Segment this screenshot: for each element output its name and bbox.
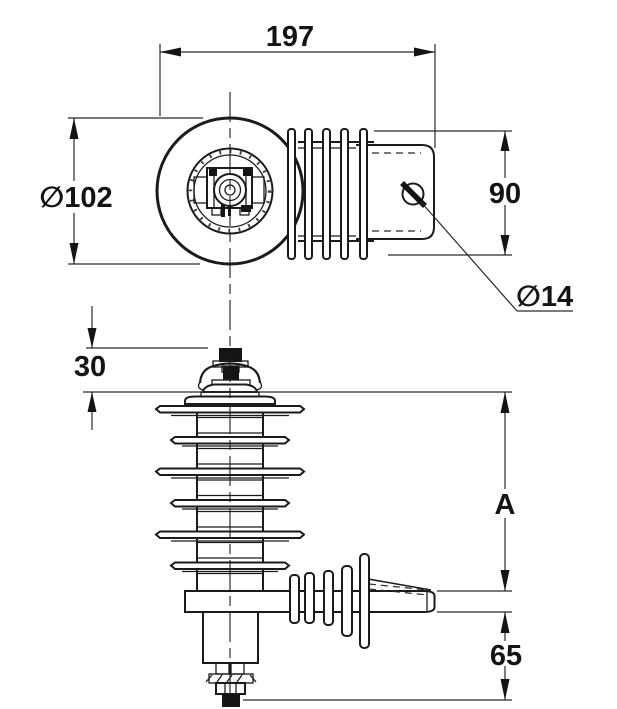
dimension-65: 65: [243, 611, 522, 701]
side-view-fins: [289, 553, 370, 649]
dim-14-label: ∅14: [516, 281, 573, 313]
dim-102-label: ∅102: [39, 182, 112, 214]
shed-small: [169, 499, 291, 508]
dim-65-label: 65: [490, 640, 522, 672]
bottom-stud: [222, 694, 240, 707]
arm-gusset-hidden2: [368, 588, 429, 596]
dimension-diameter-102: ∅102: [39, 117, 203, 265]
side-view: [154, 348, 436, 707]
top-flange: [184, 395, 276, 405]
label-diameter-14: ∅14: [420, 201, 573, 313]
weather-sheds: [154, 405, 306, 573]
dimension-30: 30: [74, 306, 512, 430]
dim-90-label: 90: [489, 178, 521, 210]
dim-197-label: 197: [266, 21, 314, 53]
arm-gusset-hidden1: [368, 583, 429, 591]
dim-30-label: 30: [74, 351, 106, 383]
top-view-bracket: [356, 144, 435, 240]
dimension-197: 197: [159, 21, 436, 148]
dimension-A: A: [437, 392, 516, 592]
top-view: [155, 116, 435, 266]
arm-gusset-edge: [367, 578, 432, 591]
dim-A-label: A: [495, 489, 516, 521]
top-view-fins: [287, 128, 368, 260]
dimension-90: 90: [374, 130, 521, 256]
